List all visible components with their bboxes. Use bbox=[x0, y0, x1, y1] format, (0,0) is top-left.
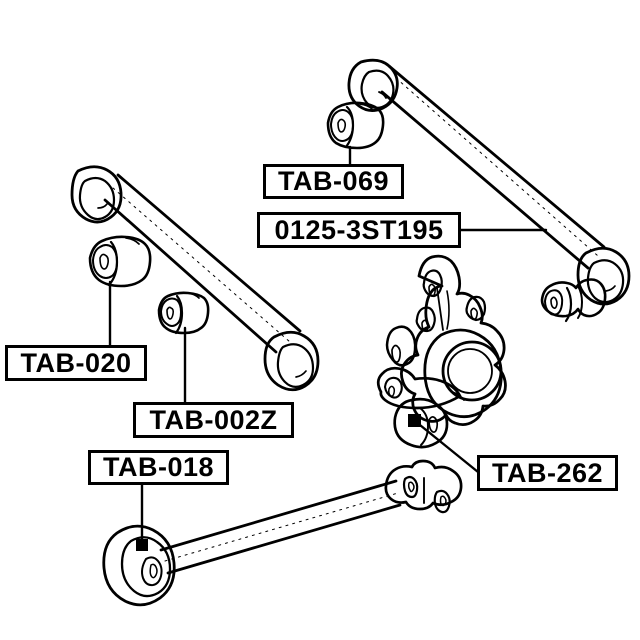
steering-knuckle bbox=[376, 254, 507, 449]
upper-right-control-rod bbox=[347, 58, 631, 306]
marker-tab-018 bbox=[136, 539, 148, 551]
label-tab-262[interactable]: TAB-262 bbox=[477, 455, 618, 491]
bushing-tab-262 bbox=[540, 278, 607, 323]
label-tab-069[interactable]: TAB-069 bbox=[263, 164, 404, 199]
label-0125-3st195[interactable]: 0125-3ST195 bbox=[257, 212, 461, 248]
bushing-tab-002z bbox=[157, 291, 210, 335]
lower-trailing-arm bbox=[102, 459, 463, 607]
label-tab-020[interactable]: TAB-020 bbox=[5, 345, 147, 381]
bushing-tab-069 bbox=[326, 101, 385, 150]
bushing-tab-020 bbox=[88, 235, 152, 288]
label-text: TAB-262 bbox=[491, 457, 604, 488]
left-control-arm bbox=[70, 165, 320, 392]
label-tab-018[interactable]: TAB-018 bbox=[88, 450, 229, 485]
label-tab-002z[interactable]: TAB-002Z bbox=[133, 402, 294, 438]
marker-tab-262 bbox=[408, 414, 421, 427]
label-text: TAB-002Z bbox=[149, 404, 278, 435]
label-text: TAB-020 bbox=[20, 347, 132, 378]
leader-lines bbox=[108, 145, 548, 547]
leader-tab-262 bbox=[413, 419, 480, 474]
label-text: TAB-069 bbox=[277, 166, 390, 196]
label-text: 0125-3ST195 bbox=[274, 214, 444, 245]
label-text: TAB-018 bbox=[102, 452, 215, 482]
